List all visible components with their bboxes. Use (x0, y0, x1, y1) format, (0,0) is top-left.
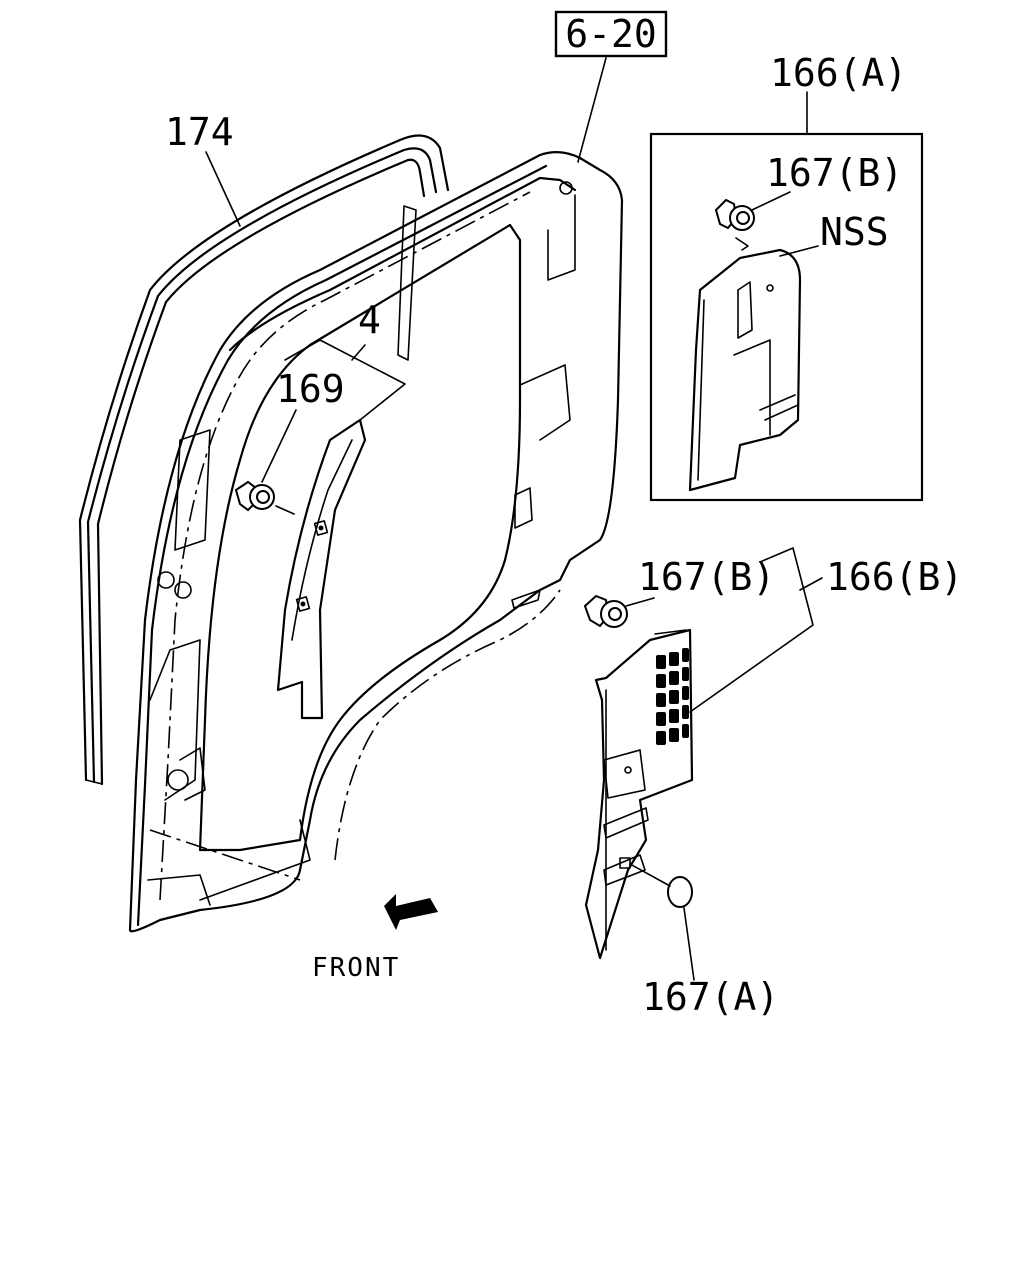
label-169: 169 (276, 367, 345, 411)
leader-169b (275, 505, 295, 515)
leader-169 (261, 409, 297, 483)
trim-panel-166b (584, 628, 694, 960)
leader-167a-pin (629, 863, 671, 887)
leader-167b-mid (625, 597, 655, 607)
label-174: 174 (165, 110, 234, 154)
reference-box[interactable]: 6-20 (554, 10, 668, 58)
label-166a: 166(A) (770, 51, 907, 95)
label-4: 4 (358, 298, 381, 342)
front-arrow-icon (384, 894, 438, 930)
pillar-trim-4 (276, 418, 367, 720)
reference-box-label: 6-20 (565, 12, 657, 56)
label-nss: NSS (820, 210, 889, 254)
leader-167a (683, 907, 695, 981)
leader-174 (205, 151, 241, 227)
label-167b-mid: 167(B) (638, 555, 775, 599)
label-167b-top: 167(B) (766, 151, 903, 195)
clip-167b-mid (583, 594, 628, 628)
vent-grille (656, 648, 689, 745)
leader-nss (779, 245, 819, 257)
weatherstrip-174 (78, 134, 450, 786)
leader-167b-top (751, 191, 791, 211)
trim-panel-nss (688, 237, 802, 492)
label-166b: 166(B) (826, 555, 963, 599)
label-front: FRONT (312, 953, 400, 983)
clip-167a (667, 876, 693, 908)
leader-6-20 (577, 57, 607, 163)
leader-166b-tail (799, 577, 823, 591)
leader-166b (689, 547, 814, 713)
clip-167b-top (714, 198, 755, 231)
clip-169 (234, 480, 275, 512)
label-167a: 167(A) (642, 975, 779, 1019)
leader-4 (284, 339, 406, 421)
inset-box-166a (649, 132, 924, 502)
door-panel (128, 151, 624, 933)
